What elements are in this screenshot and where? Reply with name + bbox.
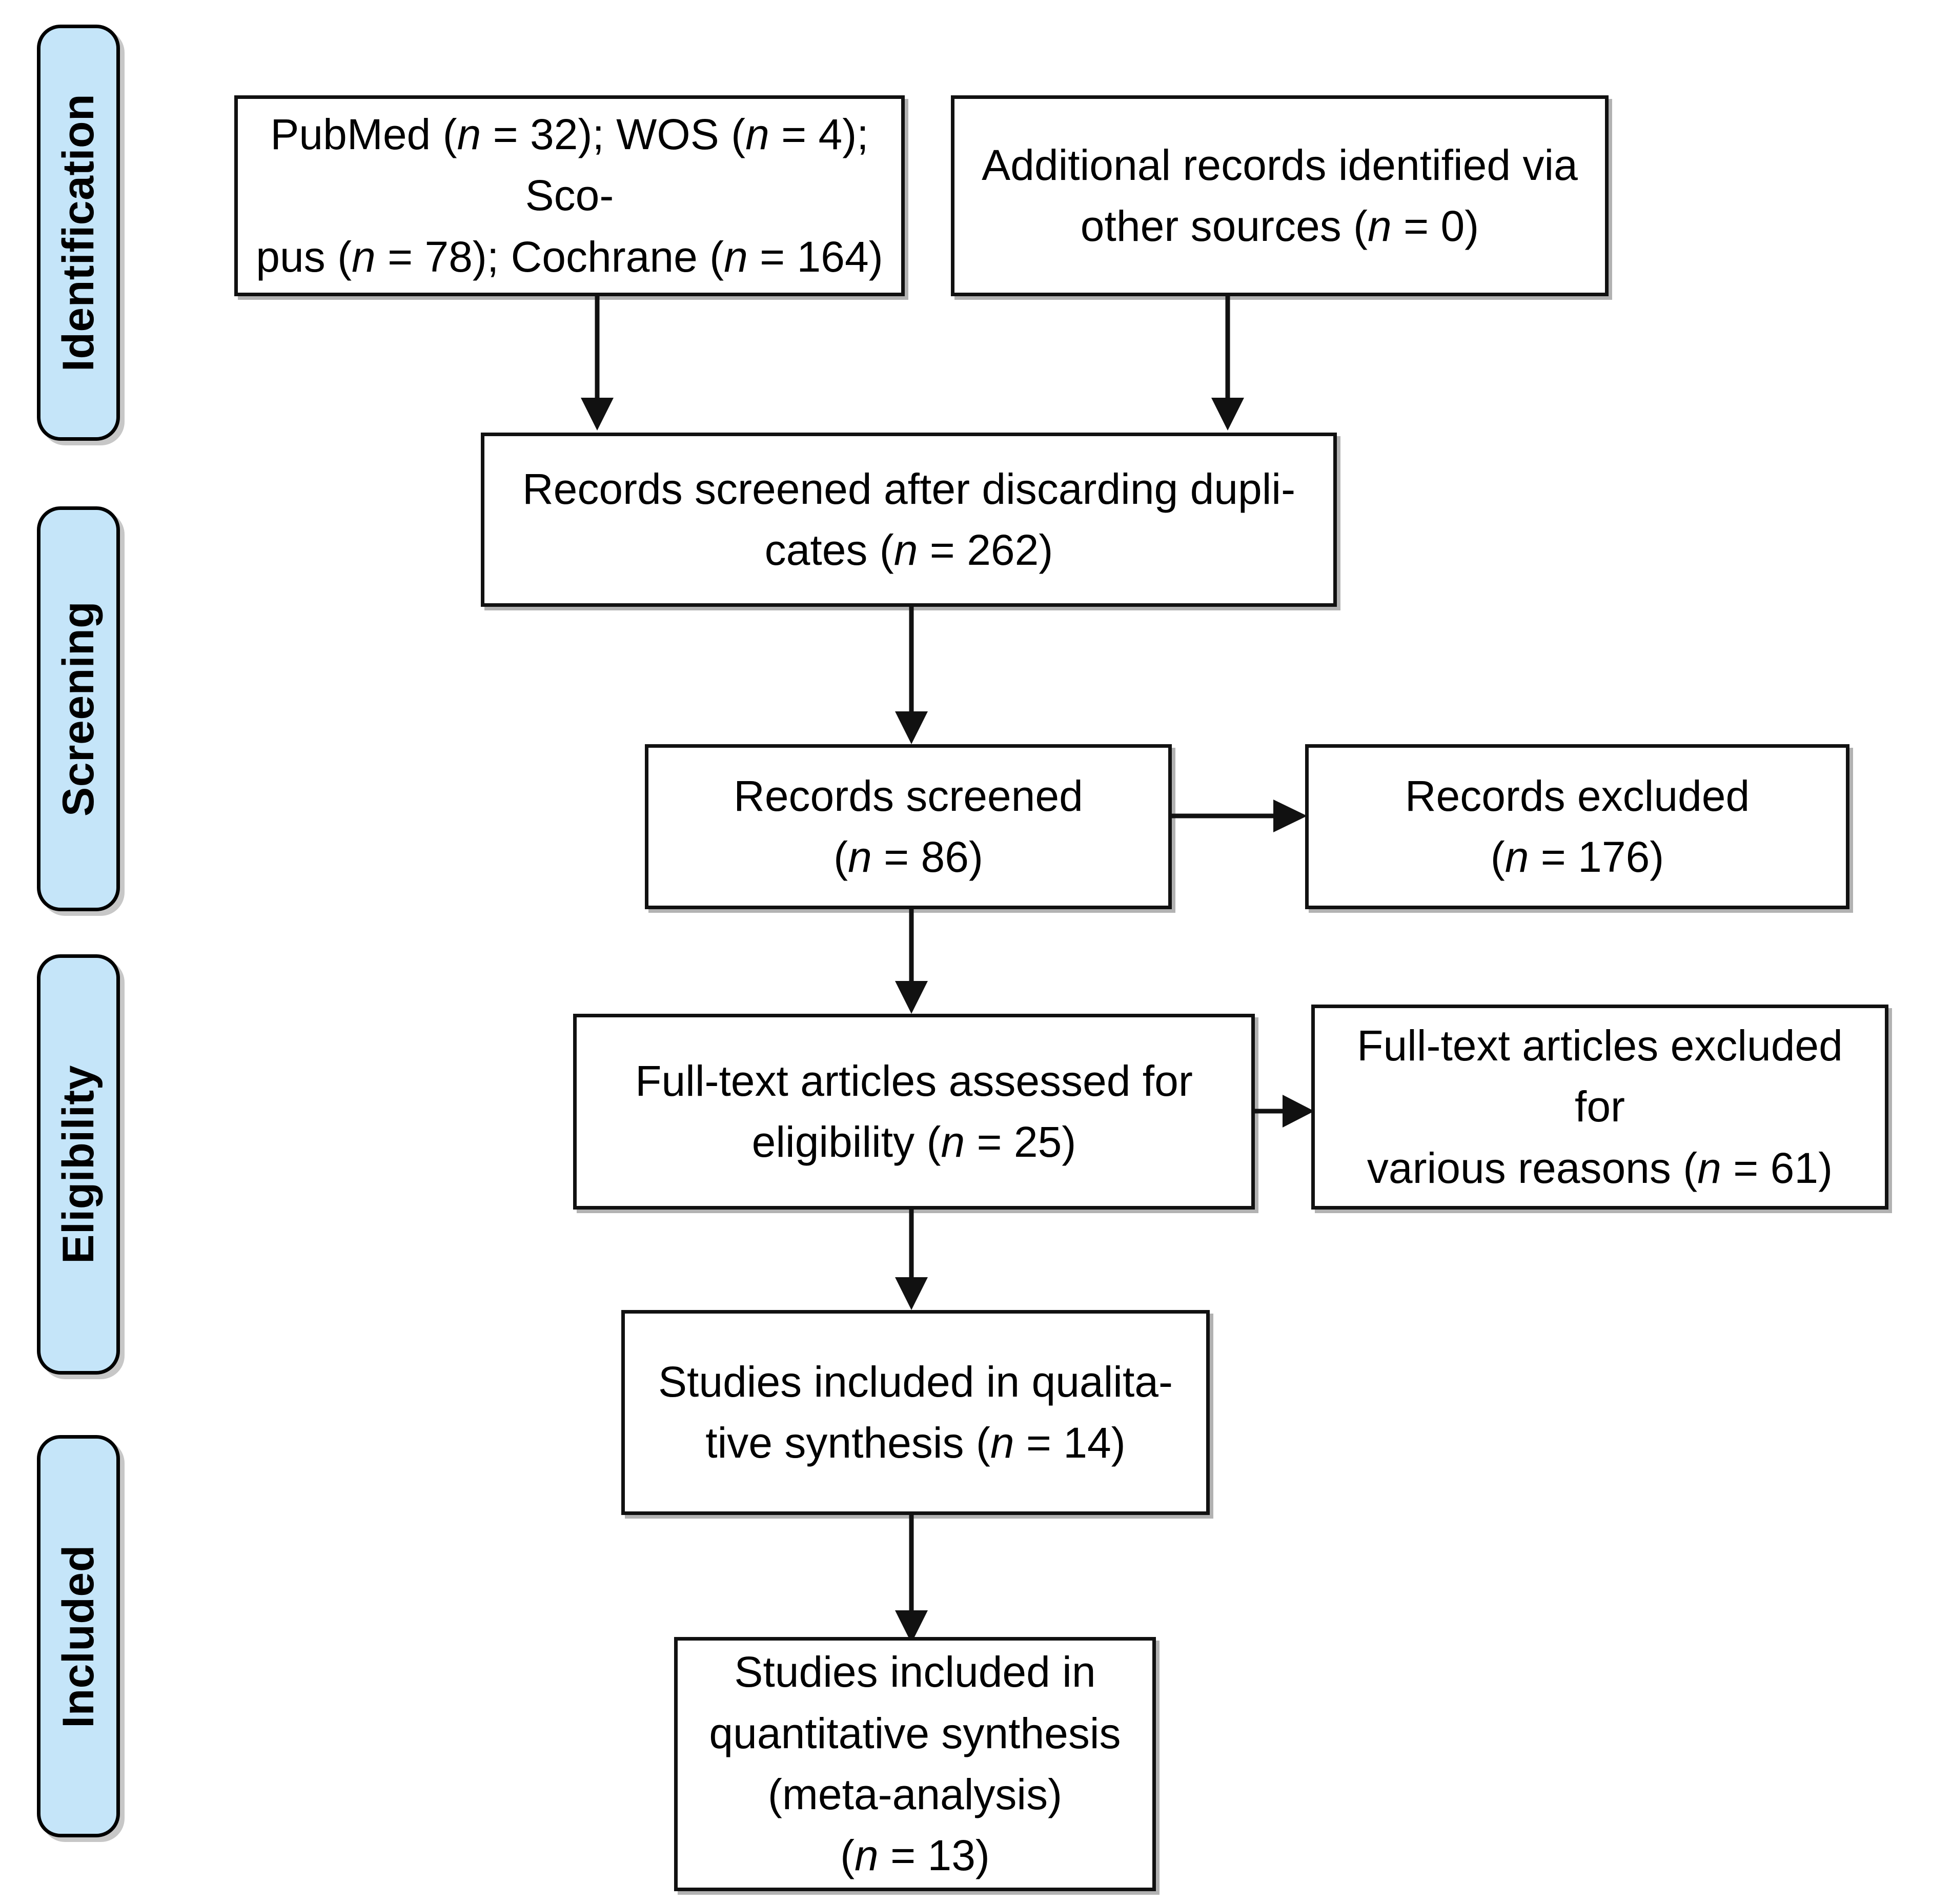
connector-databases-to-deduplicated [577,296,618,433]
stage-label-eligibility: Eligibility [37,954,120,1375]
box-records-screened-text: Records screened(n = 86) [734,771,1083,881]
stage-label-eligibility-text: Eligibility [54,1065,104,1264]
box-records-excluded-text: Records excluded(n = 176) [1405,771,1750,881]
stage-label-identification-text: Identification [54,93,104,372]
box-records-after-duplicates-removed-text: Records screened after discarding dupli-… [522,464,1296,574]
box-records-after-duplicates-removed: Records screened after discarding dupli-… [481,433,1337,607]
connector-other-sources-to-deduplicated [1207,296,1248,433]
connector-deduplicated-to-screened [891,607,932,746]
stage-label-identification: Identification [37,25,120,441]
connector-qualitative-to-quantitative [891,1515,932,1645]
stage-label-included: Included [37,1435,120,1837]
box-studies-qualitative-synthesis: Studies included in qualita-tive synthes… [621,1310,1210,1515]
box-records-identified-databases-text: PubMed (n = 32); WOS (n = 4); Sco-pus (n… [256,110,883,281]
box-studies-qualitative-synthesis-text: Studies included in qualita-tive synthes… [658,1357,1173,1467]
connector-fulltext-to-fulltext-excluded [1255,1091,1316,1132]
box-records-screened: Records screened(n = 86) [645,744,1172,909]
connector-fulltext-to-qualitative [891,1210,932,1312]
stage-label-screening: Screening [37,506,120,911]
stage-label-included-text: Included [54,1544,104,1728]
stage-label-screening-text: Screening [54,601,103,817]
box-records-excluded: Records excluded(n = 176) [1305,744,1849,909]
connector-screened-to-records-excluded [1172,795,1309,836]
box-records-identified-databases: PubMed (n = 32); WOS (n = 4); Sco-pus (n… [234,95,905,296]
connector-screened-to-fulltext-assessed [891,909,932,1016]
